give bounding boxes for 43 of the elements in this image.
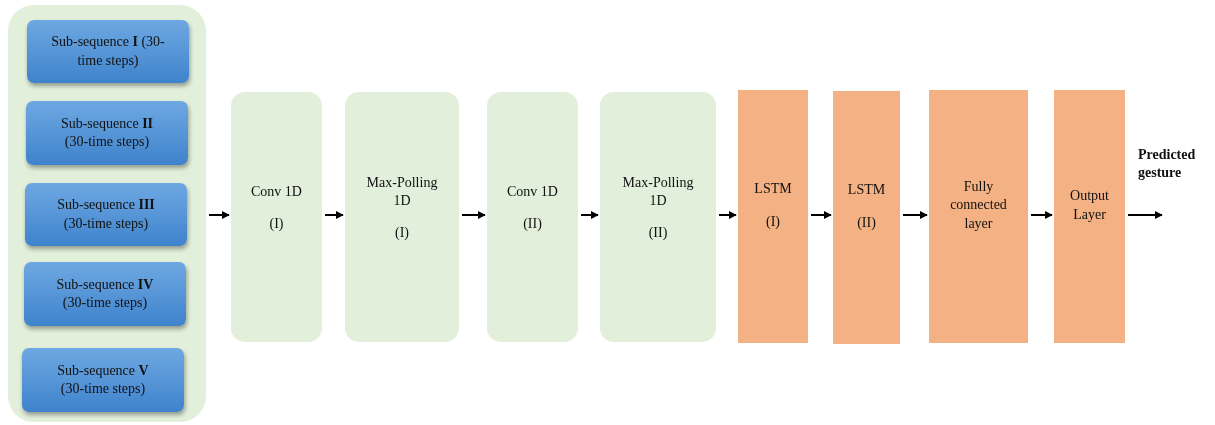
subsequence-box: [27, 20, 189, 83]
output-label: Predicted gesture: [1138, 146, 1197, 183]
conv-layer-box: [600, 92, 716, 342]
subsequence-box: [22, 348, 184, 412]
layer-label: (II): [648, 224, 668, 243]
dense-layer-box: [833, 91, 900, 344]
dense-layer-box: [1054, 90, 1125, 343]
conv-layer-box: [487, 92, 578, 342]
layer-label: Max-Polling 1D: [621, 173, 695, 210]
dense-layer-box: [738, 90, 808, 343]
layer-label: Fully connected layer: [949, 178, 1008, 233]
layer-label: Max-Polling 1D: [365, 173, 439, 210]
arrow: [810, 211, 832, 219]
subsequence-box: [26, 101, 188, 165]
layer-label: (II): [523, 215, 542, 233]
arrow: [208, 211, 230, 219]
layer-label: Sub-sequence II (30-time steps): [59, 114, 155, 151]
subsequence-box: [24, 262, 186, 326]
layer-label: (I): [395, 224, 409, 243]
layer-label: (II): [857, 213, 876, 232]
layer-label: (I): [766, 212, 780, 231]
arrow: [718, 211, 737, 219]
layer-label: (I): [269, 215, 284, 233]
layer-label: LSTM: [754, 180, 792, 199]
dense-layer-box: [929, 90, 1028, 343]
layer-label: Sub-sequence III (30-time steps): [56, 196, 156, 233]
arrow: [902, 211, 928, 219]
arrow: [461, 211, 486, 219]
subsequence-box: [25, 183, 187, 246]
layer-label: Sub-sequence IV (30-time steps): [55, 275, 155, 312]
conv-layer-box: [345, 92, 459, 342]
layer-label: Sub-sequence I (30-time steps): [50, 33, 166, 70]
layer-label: Sub-sequence V (30-time steps): [56, 361, 150, 398]
arrow: [580, 211, 599, 219]
input-group-panel: [8, 5, 206, 422]
arrow: [1127, 211, 1163, 219]
layer-label: Conv 1D: [251, 182, 302, 201]
layer-label: Conv 1D: [507, 182, 558, 201]
arrow: [1030, 211, 1053, 219]
layer-label: LSTM: [847, 181, 886, 200]
layer-label: Output Layer: [1069, 187, 1110, 224]
conv-layer-box: [231, 92, 322, 342]
arrow: [324, 211, 344, 219]
